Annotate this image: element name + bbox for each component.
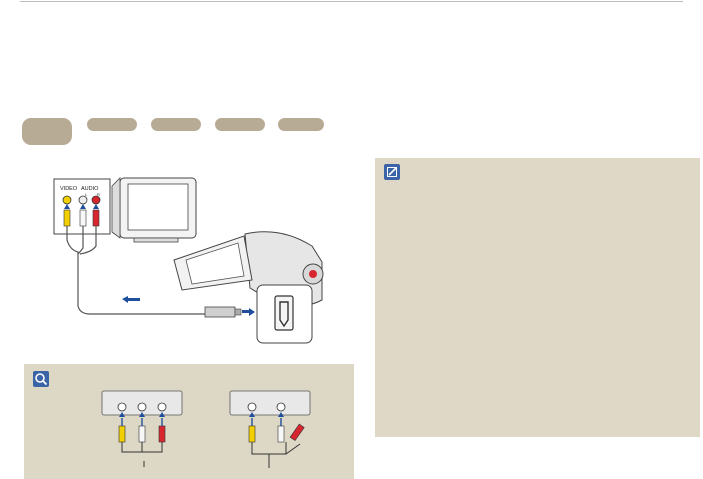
camcorder-illustration <box>173 231 324 344</box>
header-rule <box>20 1 683 2</box>
step-pill-1 <box>22 118 72 145</box>
magnifier-icon <box>33 371 49 387</box>
av-input-panel: VIDEO AUDIO L R <box>53 178 111 235</box>
av-cable <box>66 226 205 315</box>
direction-arrow-left <box>122 296 140 303</box>
jack-comparison-diagram <box>101 390 311 468</box>
step-pill-2 <box>87 118 137 131</box>
step-pill-4 <box>215 118 265 131</box>
right-label: R <box>97 192 100 197</box>
video-label: VIDEO <box>60 186 78 192</box>
video-jack <box>62 195 72 205</box>
audio-right-jack <box>91 195 101 205</box>
tv-illustration <box>111 177 197 243</box>
note-box <box>375 158 700 437</box>
left-label: L <box>85 192 88 197</box>
audio-label: AUDIO <box>81 186 99 192</box>
step-pill-5 <box>278 118 324 131</box>
step-pill-3 <box>151 118 201 131</box>
tip-box <box>24 364 354 479</box>
pencil-note-icon <box>384 164 400 180</box>
direction-arrow-right <box>242 308 255 316</box>
audio-left-jack <box>78 195 88 205</box>
